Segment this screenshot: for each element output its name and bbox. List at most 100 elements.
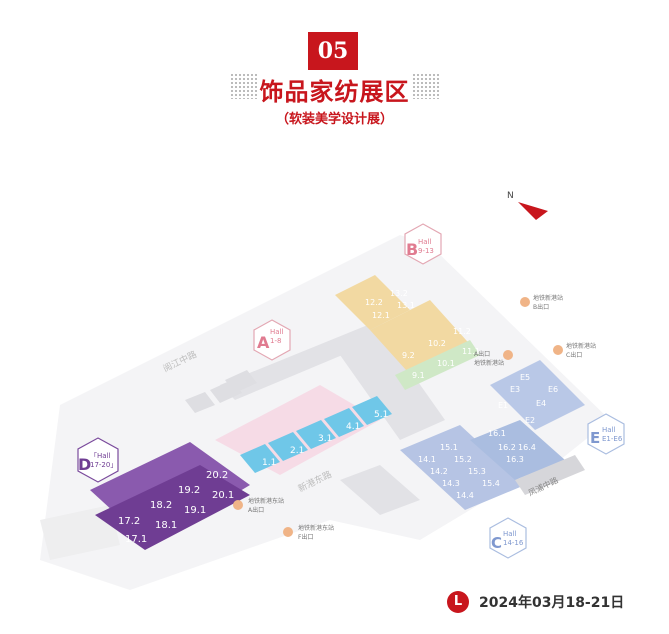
booth-label: 14.1	[418, 455, 436, 464]
compass: N	[507, 191, 548, 220]
booth-label: 17.2	[118, 516, 140, 527]
metro-station-b[interactable]: 地铁新港站 B出口	[520, 294, 563, 311]
road-segment	[220, 320, 390, 400]
metro-icon	[283, 527, 293, 537]
hall-letter: D	[78, 455, 91, 474]
booth-label: 10.2	[428, 339, 446, 348]
road-segment	[340, 465, 420, 515]
metro-exit: F出口	[298, 533, 313, 541]
metro-exit: B出口	[533, 303, 549, 311]
compass-label: N	[507, 191, 514, 201]
booth-label: E6	[548, 385, 558, 394]
booth-3-1[interactable]	[296, 420, 336, 449]
metro-exit: A出口	[474, 350, 490, 358]
booth-label: 5.1	[374, 410, 388, 420]
hall-letter: B	[406, 240, 418, 259]
booth-label: E3	[510, 385, 520, 394]
map-plaza	[40, 505, 120, 560]
booth-label: 18.2	[150, 500, 172, 511]
hexagon-icon	[77, 437, 119, 483]
booth-label: 15.3	[468, 467, 486, 476]
booth-label: E1	[498, 401, 508, 410]
booth-block[interactable]	[490, 360, 585, 430]
hall-letter: A	[257, 333, 270, 352]
section-title: 饰品家纺展区	[259, 78, 410, 106]
booth-label: 18.1	[155, 520, 177, 531]
hall-letter: C	[491, 534, 502, 552]
metro-exit: A出口	[248, 506, 264, 514]
booth-label: 10.1	[437, 359, 455, 368]
booth-label: 19.2	[178, 485, 200, 496]
metro-station-c[interactable]: 地铁新港站 C出口	[553, 342, 596, 359]
metro-icon	[520, 297, 530, 307]
metro-station-east-f[interactable]: 地铁新港东站 F出口	[283, 524, 334, 541]
road-segment	[340, 335, 445, 440]
booth-label: 15.1	[440, 443, 458, 452]
booth-label: 19.1	[184, 505, 206, 516]
booth-label: 16.1	[488, 429, 506, 438]
metro-name: 地铁新港站	[533, 294, 563, 302]
booth-label: 20.2	[206, 470, 228, 481]
booth-label: 15.2	[454, 455, 472, 464]
road-segment	[515, 455, 585, 495]
building-block	[185, 392, 215, 413]
booth-label: 16.3	[506, 455, 524, 464]
booth-label: E5	[520, 373, 530, 382]
booth-label: 11.2	[453, 327, 471, 336]
booth-2-1[interactable]	[268, 432, 308, 461]
booth-label: 12.1	[372, 311, 390, 320]
booth-label: 1.1	[262, 458, 276, 468]
booth-label: E2	[525, 416, 535, 425]
booth-label: 20.1	[212, 490, 234, 501]
booth-label: 14.2	[430, 467, 448, 476]
booth-label: 9.2	[402, 351, 415, 360]
booth-strip-1-5: 1.1 2.1 3.1 4.1 5.1	[240, 396, 392, 473]
booth-label: 12.2	[365, 298, 383, 307]
booth-label: 4.1	[346, 422, 360, 432]
booth-block[interactable]	[95, 465, 250, 550]
booth-label: 9.1	[412, 371, 425, 380]
booth-label: 16.4	[518, 443, 536, 452]
metro-name: 地铁新港站	[566, 342, 596, 350]
section-header: 05 饰品家纺展区 （软装美学设计展）	[0, 0, 669, 140]
hall-area-c: 14.1 15.1 14.2 15.2 14.3 15.3 14.4 15.4 …	[340, 420, 585, 515]
booth-5-1[interactable]	[352, 396, 392, 425]
metro-station-east-a[interactable]: 地铁新港东站 A出口	[233, 497, 284, 514]
booth-block[interactable]	[470, 420, 565, 480]
booth-label: 14.4	[456, 491, 474, 500]
metro-icon	[503, 350, 513, 360]
booth-label: 17.1	[125, 534, 147, 545]
hexagon-icon	[253, 319, 291, 361]
booth-block[interactable]	[335, 275, 410, 330]
dot-pattern-left	[230, 73, 258, 99]
compass-arrow-icon	[518, 202, 548, 220]
date-text: 2024年03月18-21日	[479, 595, 625, 611]
booth-4-1[interactable]	[324, 408, 364, 437]
metro-name: 地铁新港站	[474, 359, 504, 367]
section-number-badge: 05	[308, 32, 358, 70]
hexagon-icon	[587, 413, 625, 455]
booth-label: 13.2	[390, 289, 408, 298]
hall-letter: E	[590, 429, 600, 447]
brand-logo-icon: L	[447, 591, 469, 613]
metro-name: 地铁新港东站	[298, 524, 334, 532]
booth-1-1[interactable]	[240, 444, 280, 473]
metro-exit: C出口	[566, 351, 582, 359]
booth-label: 11.1	[462, 347, 480, 356]
booth-label: 15.4	[482, 479, 500, 488]
metro-station-a[interactable]: A出口 地铁新港站	[474, 350, 513, 367]
booth-label: 2.1	[290, 446, 304, 456]
booth-label: 16.2	[498, 443, 516, 452]
hall-area-e: E1 E2 E3 E4 E5 E6	[490, 360, 585, 430]
booth-block[interactable]	[400, 425, 525, 510]
booth-label: 13.1	[397, 301, 415, 310]
